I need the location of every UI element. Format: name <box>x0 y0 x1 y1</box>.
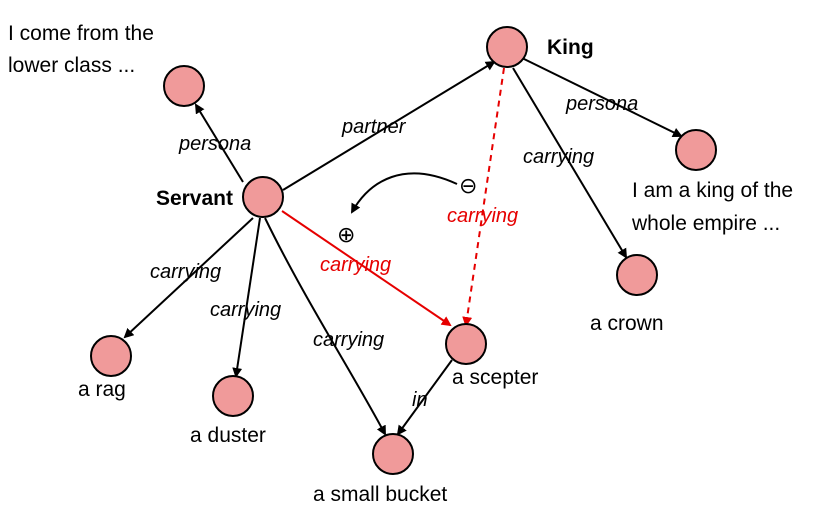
edge-label-servant-persona: persona <box>178 133 251 155</box>
edge-label-servant-duster: carrying <box>210 299 281 321</box>
node-servant-persona <box>163 65 205 107</box>
move-arrow <box>351 172 458 214</box>
node-rag <box>90 335 132 377</box>
label-crown: a crown <box>590 312 664 335</box>
label-rag: a rag <box>78 378 126 401</box>
edge-label-king-persona: persona <box>565 93 638 115</box>
edge-label-scepter-in-bucket: in <box>412 389 428 411</box>
label-servant-persona-line1: I come from the <box>8 22 154 45</box>
minus-symbol: ⊖ <box>459 174 477 199</box>
edge-king-persona <box>521 57 683 137</box>
node-scepter <box>445 323 487 365</box>
edge-partner <box>282 60 496 191</box>
edge-label-servant-rag: carrying <box>150 261 221 283</box>
edge-label-partner: partner <box>341 116 407 138</box>
node-king-persona <box>675 129 717 171</box>
edge-scepter-in-bucket <box>396 359 453 436</box>
edge-label-servant-bucket: carrying <box>313 329 384 351</box>
edge-king-crown <box>512 67 628 259</box>
edge-label-servant-scepter-added: carrying <box>320 254 391 276</box>
node-crown <box>616 254 658 296</box>
label-king-persona-line2: whole empire ... <box>631 212 780 235</box>
edge-label-king-scepter-removed: carrying <box>447 205 518 227</box>
edge-servant-persona <box>194 103 244 183</box>
label-king-persona-line1: I am a king of the <box>632 179 793 202</box>
edge-servant-bucket <box>264 217 386 436</box>
edge-label-king-crown: carrying <box>523 146 594 168</box>
label-small-bucket: a small bucket <box>313 483 447 506</box>
node-duster <box>212 375 254 417</box>
label-king: King <box>547 36 594 59</box>
node-servant <box>242 176 284 218</box>
label-servant-persona-line2: lower class ... <box>8 54 135 77</box>
label-scepter: a scepter <box>452 366 538 389</box>
label-duster: a duster <box>190 424 266 447</box>
plus-symbol: ⊕ <box>337 223 355 248</box>
edge-servant-scepter-added <box>281 210 452 327</box>
edge-servant-duster <box>232 217 261 378</box>
node-king <box>486 26 528 68</box>
node-small-bucket <box>372 433 414 475</box>
edge-servant-rag <box>123 217 254 339</box>
label-servant: Servant <box>156 187 233 210</box>
